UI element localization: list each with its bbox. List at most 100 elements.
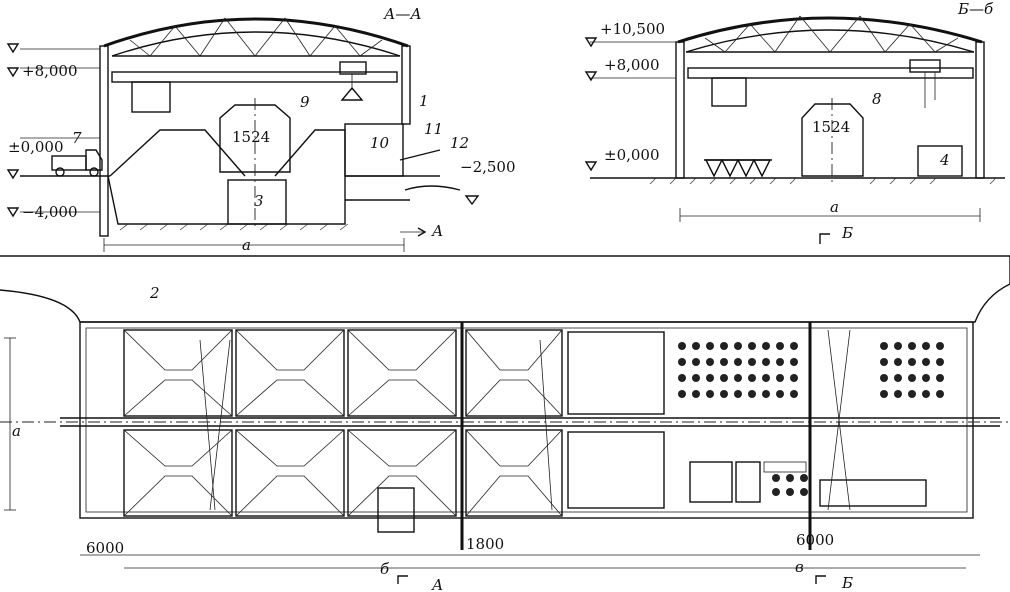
pallet-mark xyxy=(748,390,756,398)
callout-1: 1 xyxy=(419,92,429,110)
callout-7: 7 xyxy=(72,129,82,147)
section-aa-title: А—А xyxy=(383,5,422,23)
level-plus-8000-b: +8,000 xyxy=(604,56,660,74)
pallet-mark xyxy=(678,342,686,350)
pallet-grid xyxy=(678,342,944,496)
plan-cut-b: Б xyxy=(841,574,853,592)
roof-truss xyxy=(704,15,959,53)
callout-10: 10 xyxy=(370,134,390,152)
pallet-mark xyxy=(720,342,728,350)
pallet-mark xyxy=(706,374,714,382)
gauge-label-b: 1524 xyxy=(812,118,850,136)
span-label: а xyxy=(242,236,251,254)
pallet-mark xyxy=(720,358,728,366)
pallet-mark xyxy=(776,390,784,398)
pallet-mark xyxy=(908,358,916,366)
callout-3: 3 xyxy=(254,192,264,210)
callout-12: 12 xyxy=(450,134,469,152)
pallet-mark xyxy=(908,374,916,382)
dim-1800: 1800 xyxy=(466,535,504,553)
pallet-mark xyxy=(880,374,888,382)
pallet-mark xyxy=(706,342,714,350)
pallet-mark xyxy=(790,358,798,366)
plan-width-label: а xyxy=(12,422,21,440)
pallet-mark xyxy=(880,358,888,366)
level-minus-4000: −4,000 xyxy=(22,203,78,221)
pallet-mark xyxy=(922,342,930,350)
hopper-cells xyxy=(123,329,563,517)
pallet-mark xyxy=(908,342,916,350)
pallet-mark xyxy=(692,342,700,350)
cut-label-b: Б xyxy=(841,224,853,242)
pallet-mark xyxy=(762,358,770,366)
level-zero: ±0,000 xyxy=(8,138,64,156)
roof-truss xyxy=(129,17,383,57)
dim-6000-left: 6000 xyxy=(86,539,124,557)
plan-view: 2 6000 1800 6000 а б в А Б xyxy=(0,255,1010,592)
pallet-mark xyxy=(936,390,944,398)
pallet-mark xyxy=(720,390,728,398)
span-label-b: а xyxy=(830,198,839,216)
pallet-mark xyxy=(786,488,794,496)
level-zero-b: ±0,000 xyxy=(604,146,660,164)
pallet-mark xyxy=(790,342,798,350)
pallet-mark xyxy=(790,374,798,382)
callout-8: 8 xyxy=(872,90,882,108)
level-plus-10500: +10,500 xyxy=(600,20,665,38)
dim-6000-right: 6000 xyxy=(796,531,834,549)
span-b-label: б xyxy=(380,560,390,578)
section-bb: Б—б +10,500 +8,000 ±0,000 4 8 1524 а Б xyxy=(584,0,1005,244)
section-aa: А—А +8,000 ±0,000 −4,000 −2,500 1 3 7 9 … xyxy=(6,5,516,254)
pallet-mark xyxy=(762,342,770,350)
pallet-mark xyxy=(790,390,798,398)
pallet-mark xyxy=(894,358,902,366)
level-plus-8000: +8,000 xyxy=(22,62,78,80)
level-minus-2500: −2,500 xyxy=(460,158,516,176)
pallet-mark xyxy=(720,374,728,382)
pallet-mark xyxy=(678,374,686,382)
pallet-mark xyxy=(678,390,686,398)
pallet-mark xyxy=(762,374,770,382)
pallet-mark xyxy=(772,474,780,482)
pallet-mark xyxy=(922,390,930,398)
pallet-mark xyxy=(936,358,944,366)
pallet-mark xyxy=(748,358,756,366)
equipment-block xyxy=(689,461,733,503)
pallet-mark xyxy=(880,342,888,350)
pallet-mark xyxy=(772,488,780,496)
pallet-mark xyxy=(734,342,742,350)
pallet-mark xyxy=(706,358,714,366)
pallet-mark xyxy=(678,358,686,366)
pallet-mark xyxy=(762,390,770,398)
stored-cargo xyxy=(704,159,772,178)
pallet-mark xyxy=(692,358,700,366)
section-bb-title: Б—б xyxy=(957,0,994,18)
pallet-mark xyxy=(786,474,794,482)
gauge-label: 1524 xyxy=(232,128,270,146)
callout-11: 11 xyxy=(424,120,443,138)
callout-2: 2 xyxy=(149,284,160,302)
pallet-mark xyxy=(748,374,756,382)
pit-hatching xyxy=(119,223,349,231)
cut-label: А xyxy=(431,222,443,240)
pallet-mark xyxy=(776,358,784,366)
pallet-mark xyxy=(748,342,756,350)
truck-icon xyxy=(51,149,103,177)
pallet-mark xyxy=(894,390,902,398)
ground-hatching xyxy=(649,177,997,185)
pallet-mark xyxy=(706,390,714,398)
pallet-mark xyxy=(894,374,902,382)
pallet-mark xyxy=(734,390,742,398)
pallet-mark xyxy=(734,358,742,366)
pallet-mark xyxy=(734,374,742,382)
pallet-mark xyxy=(908,390,916,398)
callout-9: 9 xyxy=(300,93,310,111)
pallet-mark xyxy=(776,374,784,382)
plan-cut-a: А xyxy=(431,576,443,592)
pallet-mark xyxy=(880,390,888,398)
pallet-mark xyxy=(894,342,902,350)
stair-block xyxy=(377,487,415,533)
pallet-mark xyxy=(936,342,944,350)
pallet-mark xyxy=(800,474,808,482)
